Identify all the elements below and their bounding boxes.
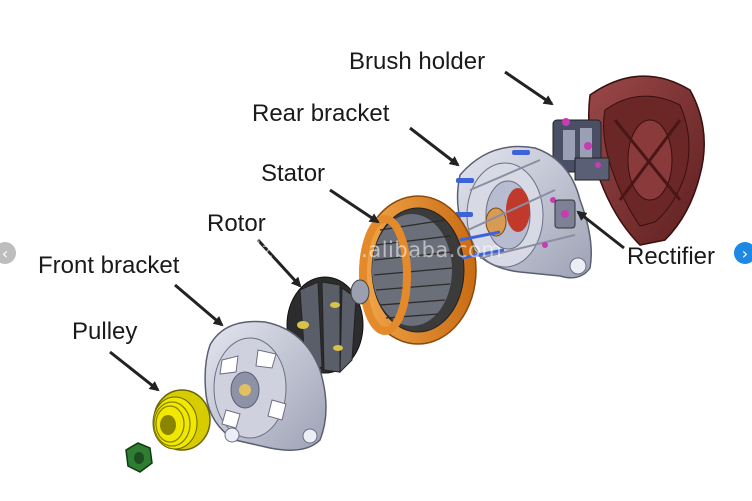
rear-bracket-part <box>455 145 592 279</box>
arrow-front-bracket <box>174 283 224 327</box>
label-pulley: Pulley <box>72 318 138 345</box>
pulley-part <box>152 389 211 451</box>
nut-part <box>125 442 153 473</box>
brush-holder-part <box>552 118 610 181</box>
label-rear-bracket: Rear bracket <box>252 100 390 127</box>
watermark-text: sjzboya.en.alibaba.com <box>244 238 503 262</box>
arrow-brush-holder <box>504 70 554 106</box>
arrow-rotor <box>256 238 302 288</box>
rear-cover <box>588 75 705 246</box>
prev-arrow-icon[interactable]: ‹ <box>0 242 16 264</box>
label-brush-holder: Brush holder <box>349 48 486 75</box>
label-rectifier: Rectifier <box>627 243 716 270</box>
label-rotor: Rotor <box>207 210 266 237</box>
arrow-pulley <box>109 350 160 392</box>
arrow-rear-bracket <box>409 126 460 167</box>
label-front-bracket: Front bracket <box>38 252 180 279</box>
label-stator: Stator <box>261 160 326 187</box>
rectifier-part <box>554 199 576 229</box>
callout-arrows <box>109 70 625 392</box>
front-bracket-part <box>204 320 327 451</box>
arrow-rectifier <box>576 210 625 250</box>
next-arrow-icon[interactable]: › <box>734 242 752 264</box>
stator-part <box>359 195 505 345</box>
arrow-stator <box>329 188 380 224</box>
